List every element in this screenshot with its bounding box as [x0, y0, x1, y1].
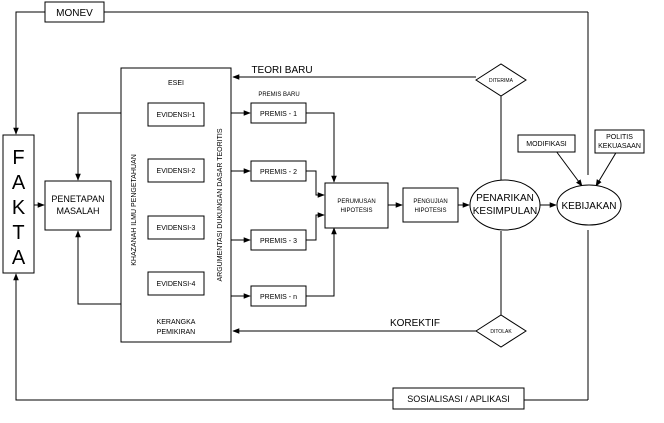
esei-label: ESEI [168, 80, 184, 87]
evidensi-3-box [147, 215, 205, 240]
penetapan-masalah-box [44, 180, 112, 231]
modifikasi-box [517, 134, 576, 153]
evidensi-2-box [147, 158, 205, 183]
politis-label-line1: POLITIS [606, 134, 633, 141]
premis-n-box [250, 285, 307, 307]
penarikan-label-line2: KESIMPULAN [473, 206, 537, 217]
pengujian-hipotesis-box [402, 187, 459, 223]
penarikan-kesimpulan-ellipse [469, 179, 541, 231]
monev-arrow [13, 11, 45, 135]
argumentasi-label: ARGUMENTASI DUKUNGAN DASAR TEORITIS [217, 128, 224, 281]
penarikan-label-line1: PENARIKAN [476, 193, 534, 204]
premis-2-label: PREMIS - 2 [260, 169, 297, 176]
penetapan-label-line1: PENETAPAN [51, 194, 104, 204]
premis-n-label: PREMIS - n [260, 294, 297, 301]
premis-2-box [250, 160, 307, 182]
premis-3-label: PREMIS - 3 [260, 238, 297, 245]
pengujian-label-line2: HIPOTESIS [414, 208, 446, 214]
perumusan-label-line2: HIPOTESIS [340, 208, 372, 214]
fakta-letter-k: K [12, 197, 26, 219]
ditolak-label: DITOLAK [490, 329, 512, 335]
diterima-label: DITERIMA [489, 78, 514, 84]
penetapan-label-line2: MASALAH [56, 206, 99, 216]
premis-1-box [250, 102, 307, 124]
sosialisasi-arrow [13, 273, 393, 401]
modifikasi-to-kebijakan-arrow [555, 150, 583, 187]
sosialisasi-label: SOSIALISASI / APLIKASI [407, 394, 510, 404]
evidensi-2-label: EVIDENSI-2 [157, 168, 196, 175]
perumusan-label-line1: PERUMUSAN [337, 199, 375, 205]
premis-3-box [250, 229, 307, 251]
kerangka-label-line1: KERANGKA [157, 319, 196, 326]
kebijakan-label: KEBIJAKAN [561, 201, 616, 212]
ditolak-diamond [475, 314, 527, 348]
teori-baru-label: TEORI BARU [251, 65, 312, 76]
politis-kekuasaan-box [594, 129, 645, 154]
premis-1-to-perumusan-arrow [306, 112, 337, 183]
fakta-box [2, 134, 35, 274]
kerangka-label-line2: PEMIKIRAN [157, 329, 196, 336]
khazanah-label: KHAZANAH ILMU PENGETAHUAN [131, 154, 138, 266]
politis-label-line2: KEKUASAAN [598, 143, 641, 150]
perumusan-hipotesis-box [324, 182, 389, 229]
kebijakan-ellipse [556, 184, 622, 226]
politis-to-kebijakan-arrow [595, 150, 618, 187]
premis-1-label: PREMIS - 1 [260, 111, 297, 118]
evidensi-1-label: EVIDENSI-1 [157, 112, 196, 119]
premis-baru-label: PREMIS BARU [258, 92, 299, 98]
premis-n-to-perumusan-arrow [306, 227, 337, 297]
pengujian-label-line1: PENGUJIAN [413, 199, 447, 205]
monev-box [44, 1, 105, 23]
fakta-letter-a2: A [12, 247, 26, 269]
fakta-letter-f: F [12, 147, 24, 169]
diterima-diamond [475, 63, 527, 97]
esei-to-masalah-bottom-arrow [75, 230, 121, 305]
korektif-label: KOREKTIF [390, 318, 440, 329]
fakta-letter-a: A [12, 172, 26, 194]
esei-to-masalah-top-arrow [75, 112, 121, 181]
evidensi-3-label: EVIDENSI-3 [157, 225, 196, 232]
evidensi-4-label: EVIDENSI-4 [157, 281, 196, 288]
modifikasi-label: MODIFIKASI [526, 141, 567, 148]
sosialisasi-box [392, 387, 525, 410]
evidensi-1-box [147, 102, 205, 127]
fakta-letter-t: T [12, 222, 24, 244]
evidensi-4-box [147, 271, 205, 296]
premis-2-to-perumusan-arrow [306, 170, 325, 198]
premis-3-to-perumusan-arrow [306, 212, 325, 241]
monev-label: MONEV [56, 8, 93, 19]
